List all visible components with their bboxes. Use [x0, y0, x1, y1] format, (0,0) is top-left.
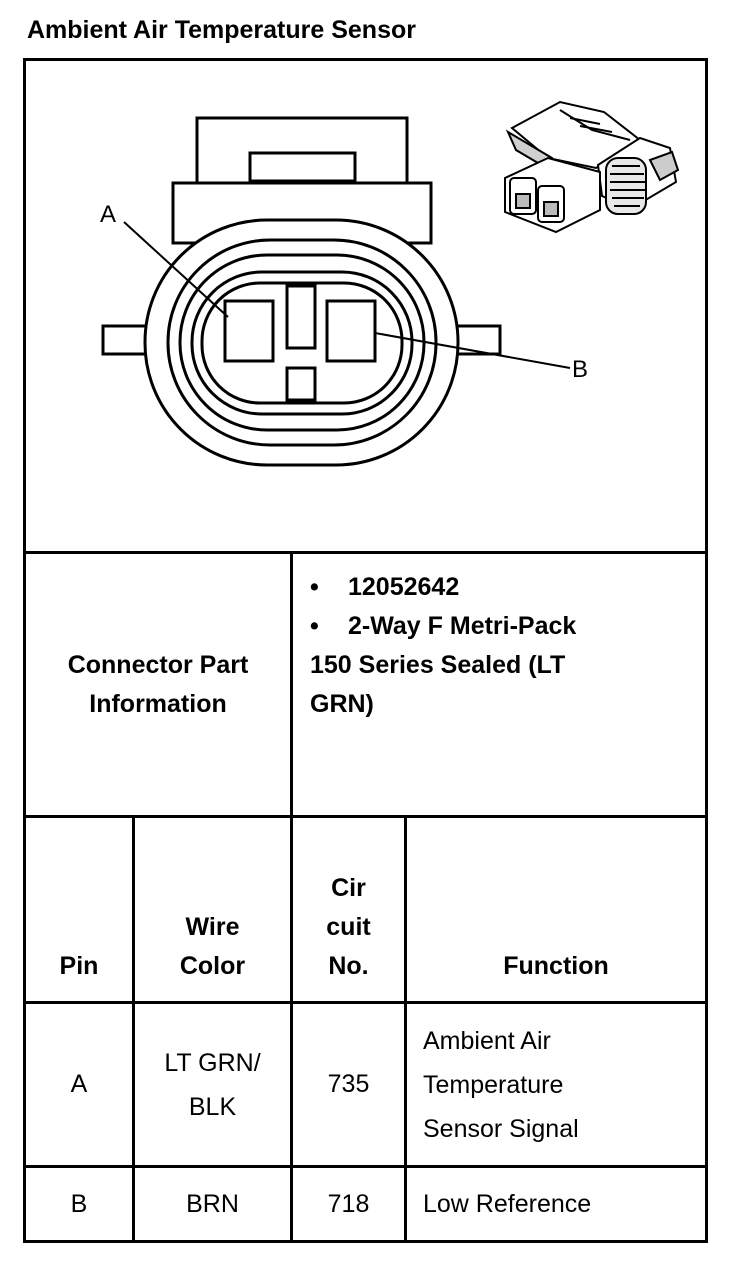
row-b-circuit: 718	[327, 1189, 370, 1218]
latch-window	[248, 151, 357, 183]
row-a-circuit: 735	[327, 1070, 370, 1098]
connector-diagram: A B	[100, 100, 680, 467]
bullet-connector-type: •2-Way F Metri-Pack	[310, 612, 577, 640]
terminal-b	[325, 299, 377, 363]
leader-line-b	[374, 332, 571, 369]
row-b-pin: B	[70, 1189, 88, 1218]
terminal-a	[223, 299, 275, 363]
divider-connector-info	[290, 551, 293, 1243]
header-function: Function	[503, 952, 609, 980]
header-circuit-no: Cir cuit No.	[326, 874, 371, 980]
divider-pin-col	[132, 815, 135, 1243]
pin-label-a: A	[100, 201, 116, 228]
connector-isometric-image	[504, 100, 680, 234]
key-top	[285, 284, 317, 350]
divider-row-a	[23, 1001, 708, 1004]
key-bottom	[285, 366, 317, 402]
row-b-wire-color: BRN	[186, 1189, 239, 1218]
row-a-function: Ambient Air Temperature Sensor Signal	[423, 1026, 579, 1143]
connector-series: 150 Series Sealed (LT GRN)	[310, 651, 566, 718]
row-a-wire-color: LT GRN/ BLK	[164, 1048, 261, 1121]
row-b-function: Low Reference	[423, 1190, 592, 1218]
header-wire-color: Wire Color	[179, 913, 246, 980]
leader-line-a	[123, 221, 229, 318]
pin-label-b: B	[572, 356, 588, 383]
bullet-part-number: •12052642	[310, 573, 460, 601]
divider-diagram	[23, 551, 708, 554]
connector-info-header: Connector Part Information	[67, 650, 249, 718]
divider-row-b	[23, 1165, 708, 1168]
connector-info-list: •12052642 •2-Way F Metri-Pack 150 Series…	[310, 568, 700, 724]
diagram-frame	[23, 58, 708, 1243]
page-title: Ambient Air Temperature Sensor	[27, 16, 416, 44]
header-pin: Pin	[59, 952, 99, 980]
row-a-pin: A	[70, 1070, 88, 1098]
divider-circuit-col	[404, 815, 407, 1243]
divider-header	[23, 815, 708, 818]
